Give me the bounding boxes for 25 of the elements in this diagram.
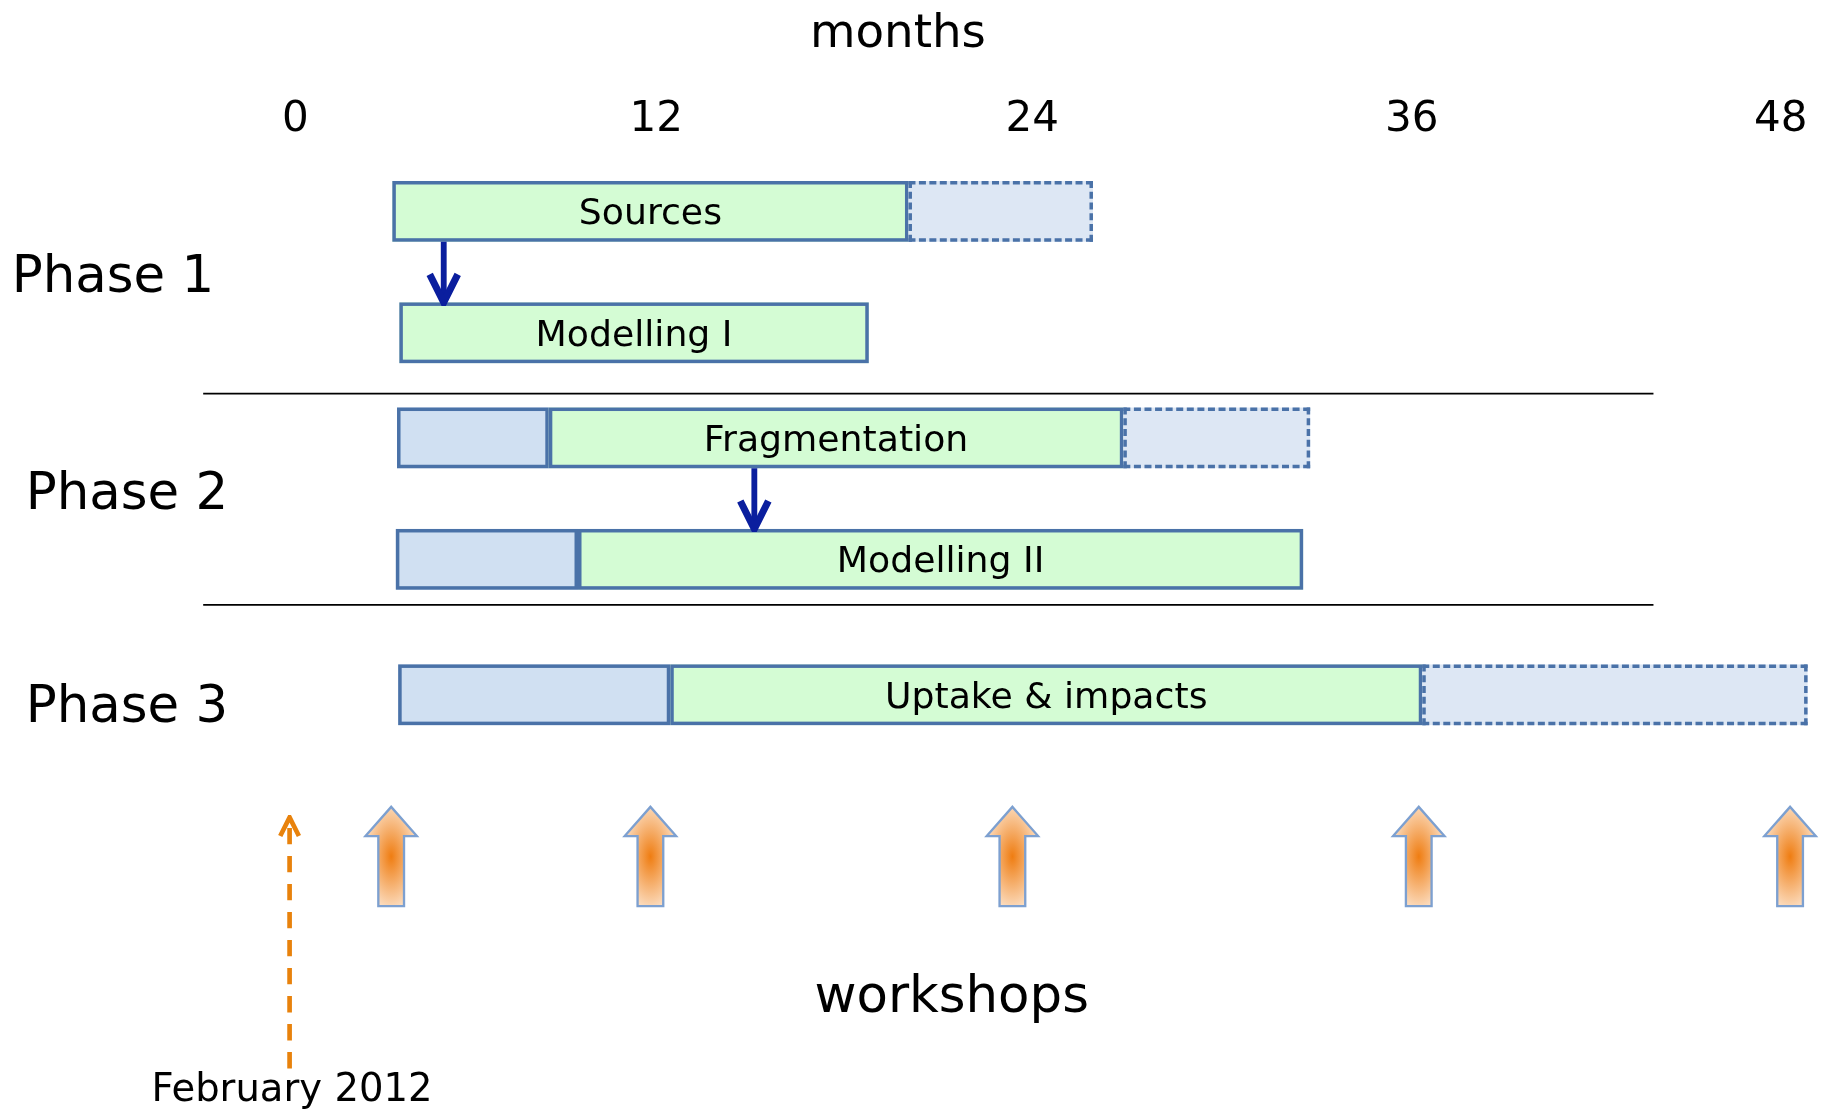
tick-label: 36 xyxy=(1384,95,1440,138)
axis-title: months xyxy=(809,7,987,54)
phase-label: Phase 1 xyxy=(11,248,215,301)
preparation-bar xyxy=(395,528,578,590)
phase-label: Phase 2 xyxy=(25,465,229,518)
tick-label: 0 xyxy=(281,95,310,138)
arrow xyxy=(426,241,462,306)
extension-bar xyxy=(908,181,1093,242)
task-bar: Uptake & impacts xyxy=(670,664,1423,726)
tick-label: 48 xyxy=(1753,95,1809,138)
preparation-bar xyxy=(397,407,549,469)
preparation-bar xyxy=(398,664,671,726)
task-bar: Fragmentation xyxy=(548,407,1124,469)
tick-label: 12 xyxy=(628,95,684,138)
tick-label: 24 xyxy=(1004,95,1060,138)
task-bar: Modelling I xyxy=(399,302,869,364)
extension-bar xyxy=(1123,407,1311,469)
extension-bar xyxy=(1422,664,1808,726)
axis-title: workshops xyxy=(813,969,1090,1021)
date-label: February 2012 xyxy=(128,1068,456,1107)
task-bar: Sources xyxy=(392,181,909,242)
arrow xyxy=(736,468,772,533)
arrow xyxy=(277,815,302,1069)
task-bar: Modelling II xyxy=(578,528,1304,590)
phase-label: Phase 3 xyxy=(25,678,229,730)
